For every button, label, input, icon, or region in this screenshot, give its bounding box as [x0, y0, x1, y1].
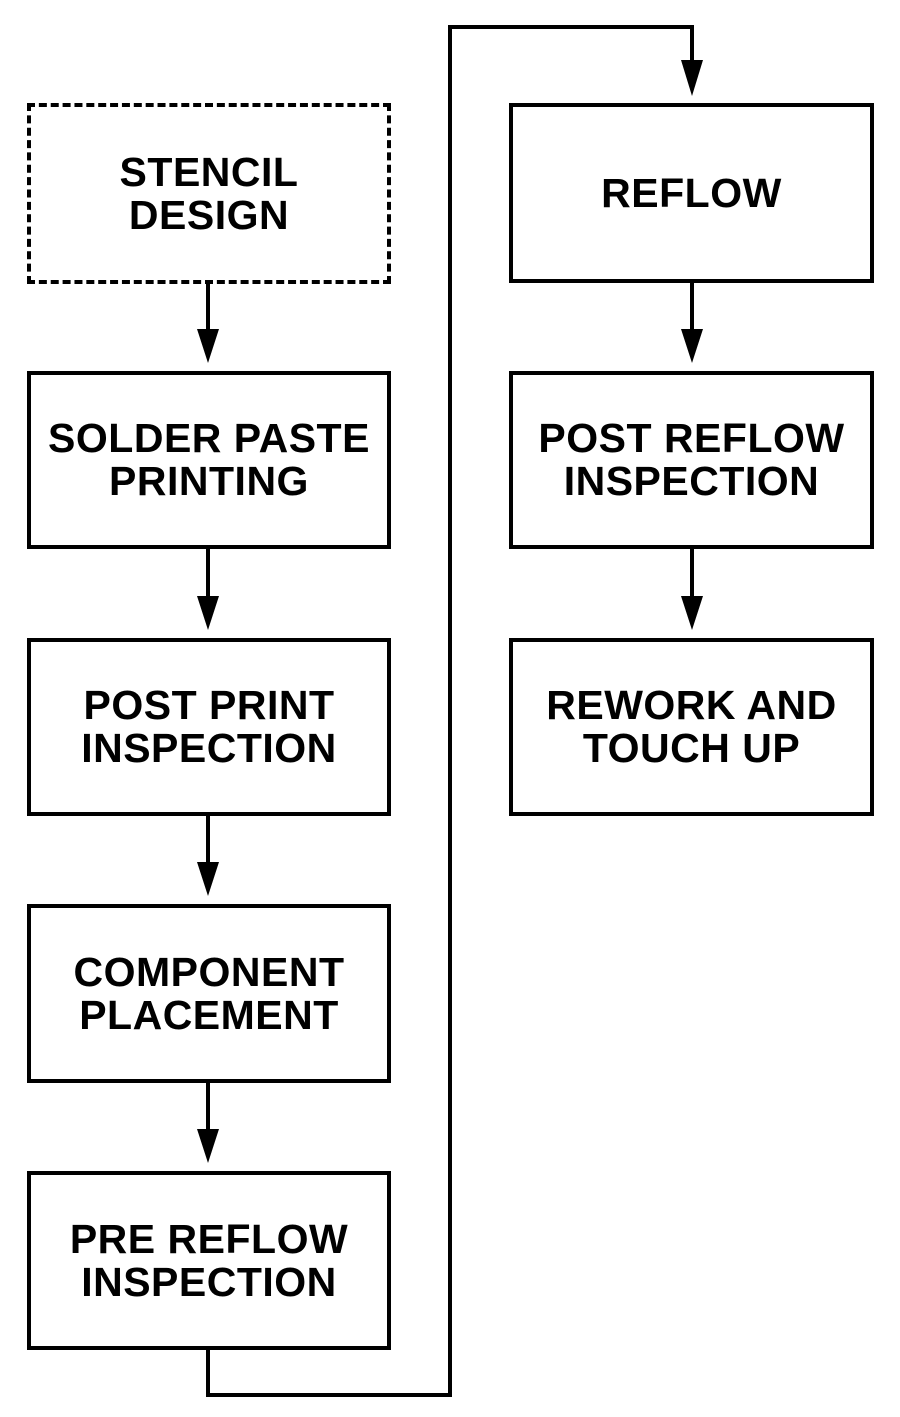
step-post-reflow-inspection: POST REFLOW INSPECTION: [509, 371, 874, 549]
arrowhead-printing: [197, 329, 219, 363]
step-label-line2: PRINTING: [109, 458, 309, 504]
step-rework-and-touch-up: REWORK AND TOUCH UP: [509, 638, 874, 816]
step-label-line1: POST PRINT: [83, 682, 335, 728]
step-label-line1: STENCIL: [119, 148, 299, 195]
arrowhead-rework: [681, 596, 703, 630]
step-label-line1: POST REFLOW: [538, 415, 845, 461]
arrowhead-pre-reflow: [197, 1129, 219, 1163]
arrowhead-post-print: [197, 596, 219, 630]
step-reflow: REFLOW: [509, 103, 874, 283]
arrowhead-post-reflow: [681, 329, 703, 363]
step-label-line1: COMPONENT: [73, 948, 345, 995]
step-label-line2: INSPECTION: [81, 725, 337, 771]
arrowhead-reflow: [681, 60, 703, 96]
step-post-print-inspection: POST PRINT INSPECTION: [27, 638, 391, 816]
arrowhead-placement: [197, 862, 219, 896]
step-label-line1: REFLOW: [601, 169, 782, 216]
step-label-line2: TOUCH UP: [582, 725, 801, 771]
arrow-pre-reflow-to-reflow: [206, 25, 694, 1397]
step-label-line2: DESIGN: [128, 191, 290, 238]
step-solder-paste-printing: SOLDER PASTE PRINTING: [27, 371, 391, 549]
step-component-placement: COMPONENT PLACEMENT: [27, 904, 391, 1083]
step-label-line1: SOLDER PASTE: [48, 415, 370, 461]
step-label-line2: INSPECTION: [81, 1258, 337, 1305]
step-pre-reflow-inspection: PRE REFLOW INSPECTION: [27, 1171, 391, 1350]
step-label-line2: INSPECTION: [563, 458, 820, 504]
step-label-line2: PLACEMENT: [79, 991, 339, 1038]
step-label-line1: REWORK AND: [546, 682, 837, 728]
step-label-line1: PRE REFLOW: [69, 1215, 349, 1262]
step-stencil-design: STENCIL DESIGN: [27, 103, 391, 284]
